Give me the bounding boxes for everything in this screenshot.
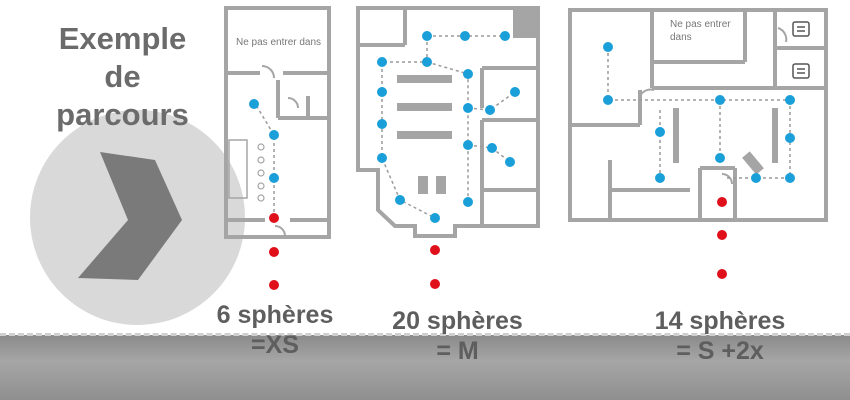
sphere-red — [430, 279, 440, 289]
chevron-arrow-icon — [78, 152, 182, 280]
plan-2-shelves — [397, 75, 452, 194]
page-title: Exemple de parcours — [40, 20, 205, 134]
plan-3 — [568, 8, 828, 222]
sphere-blue — [395, 195, 405, 205]
sphere-blue — [485, 105, 495, 115]
plan-2-shelf — [397, 75, 452, 83]
sphere-red — [717, 230, 727, 240]
plan-1-size-label: =XS — [251, 331, 299, 359]
title-line-3: parcours — [56, 97, 189, 132]
sphere-red — [269, 247, 279, 257]
sphere-blue — [430, 213, 440, 223]
sphere-blue — [463, 197, 473, 207]
plan-1-outer-wall — [224, 6, 331, 239]
sphere-blue — [377, 57, 387, 67]
plan-1-room-label: Ne pas entrer dans — [236, 37, 322, 48]
spheres — [249, 31, 795, 290]
sphere-red — [269, 213, 279, 223]
plan-3-bar — [673, 108, 679, 163]
sphere-blue — [505, 157, 515, 167]
sphere-blue — [377, 87, 387, 97]
sphere-blue — [422, 31, 432, 41]
sphere-blue — [269, 173, 279, 183]
sphere-blue — [269, 130, 279, 140]
sphere-blue — [655, 127, 665, 137]
sphere-blue — [463, 103, 473, 113]
sphere-blue — [249, 99, 259, 109]
plan-2-caption: 20 sphères = M — [370, 306, 545, 366]
title-line-2: de — [104, 59, 141, 94]
sphere-blue — [460, 31, 470, 41]
title-line-1: Exemple — [58, 21, 187, 56]
sphere-blue — [487, 143, 497, 153]
sphere-blue — [463, 140, 473, 150]
plan-2-shelf — [397, 131, 452, 139]
plan-3-room-label-line-1: Ne pas entrer — [670, 19, 731, 30]
plan-2-size-label: = M — [436, 337, 479, 365]
sphere-blue — [463, 69, 473, 79]
sphere-blue — [500, 31, 510, 41]
sphere-blue — [785, 95, 795, 105]
sphere-red — [717, 269, 727, 279]
plan-1-spheres-label: 6 sphères — [216, 301, 334, 329]
plan-1-chair — [257, 156, 265, 164]
plan-1 — [224, 6, 331, 239]
sphere-blue — [715, 95, 725, 105]
sphere-blue — [751, 173, 761, 183]
plan-1-chair — [257, 169, 265, 177]
plan-3-spheres-label: 14 sphères — [654, 307, 786, 335]
plan-2 — [356, 6, 540, 238]
sphere-red — [717, 197, 727, 207]
plan-1-door — [261, 65, 275, 79]
sphere-blue — [377, 119, 387, 129]
sphere-blue — [603, 95, 613, 105]
plan-3-size-label: = S +2x — [676, 337, 764, 365]
plan-3-furniture — [673, 108, 778, 175]
floor-dashed-line — [0, 333, 850, 336]
plan-3-room-label-line-2: dans — [670, 32, 692, 43]
plan-1-chair — [257, 143, 265, 151]
appliance-icon — [792, 21, 810, 79]
plan-2-dark-corner — [513, 8, 538, 38]
plan-2-shelf — [418, 176, 428, 194]
plan-3-caption: 14 sphères = S +2x — [625, 306, 815, 366]
plan-3-door — [777, 27, 788, 43]
plan-1-path — [255, 104, 275, 218]
plan-3-door — [639, 88, 655, 97]
plan-2-shelf — [397, 103, 452, 111]
plan-1-caption: 6 sphères =XS — [195, 300, 355, 360]
plan-3-door — [721, 173, 733, 185]
sphere-blue — [510, 87, 520, 97]
sphere-blue — [785, 133, 795, 143]
sphere-blue — [422, 57, 432, 67]
plan-1-furniture — [228, 139, 248, 199]
plan-3-bar — [772, 108, 778, 163]
sphere-red — [269, 280, 279, 290]
plan-3-path — [607, 47, 791, 179]
floor-band — [0, 335, 850, 400]
plan-2-shelf — [436, 176, 446, 194]
sphere-red — [430, 245, 440, 255]
sphere-blue — [603, 42, 613, 52]
plan-3-room-label: Ne pas entrer dans — [670, 18, 731, 44]
sphere-blue — [655, 173, 665, 183]
plan-3-bar — [742, 151, 764, 175]
plan-1-door — [274, 225, 286, 237]
plan-1-door — [287, 97, 299, 109]
plan-2-spheres-label: 20 sphères — [392, 307, 523, 335]
sphere-blue — [377, 153, 387, 163]
plan-1-chair — [257, 182, 265, 190]
sphere-blue — [715, 153, 725, 163]
sphere-blue — [785, 173, 795, 183]
plan-1-chair — [257, 194, 265, 202]
